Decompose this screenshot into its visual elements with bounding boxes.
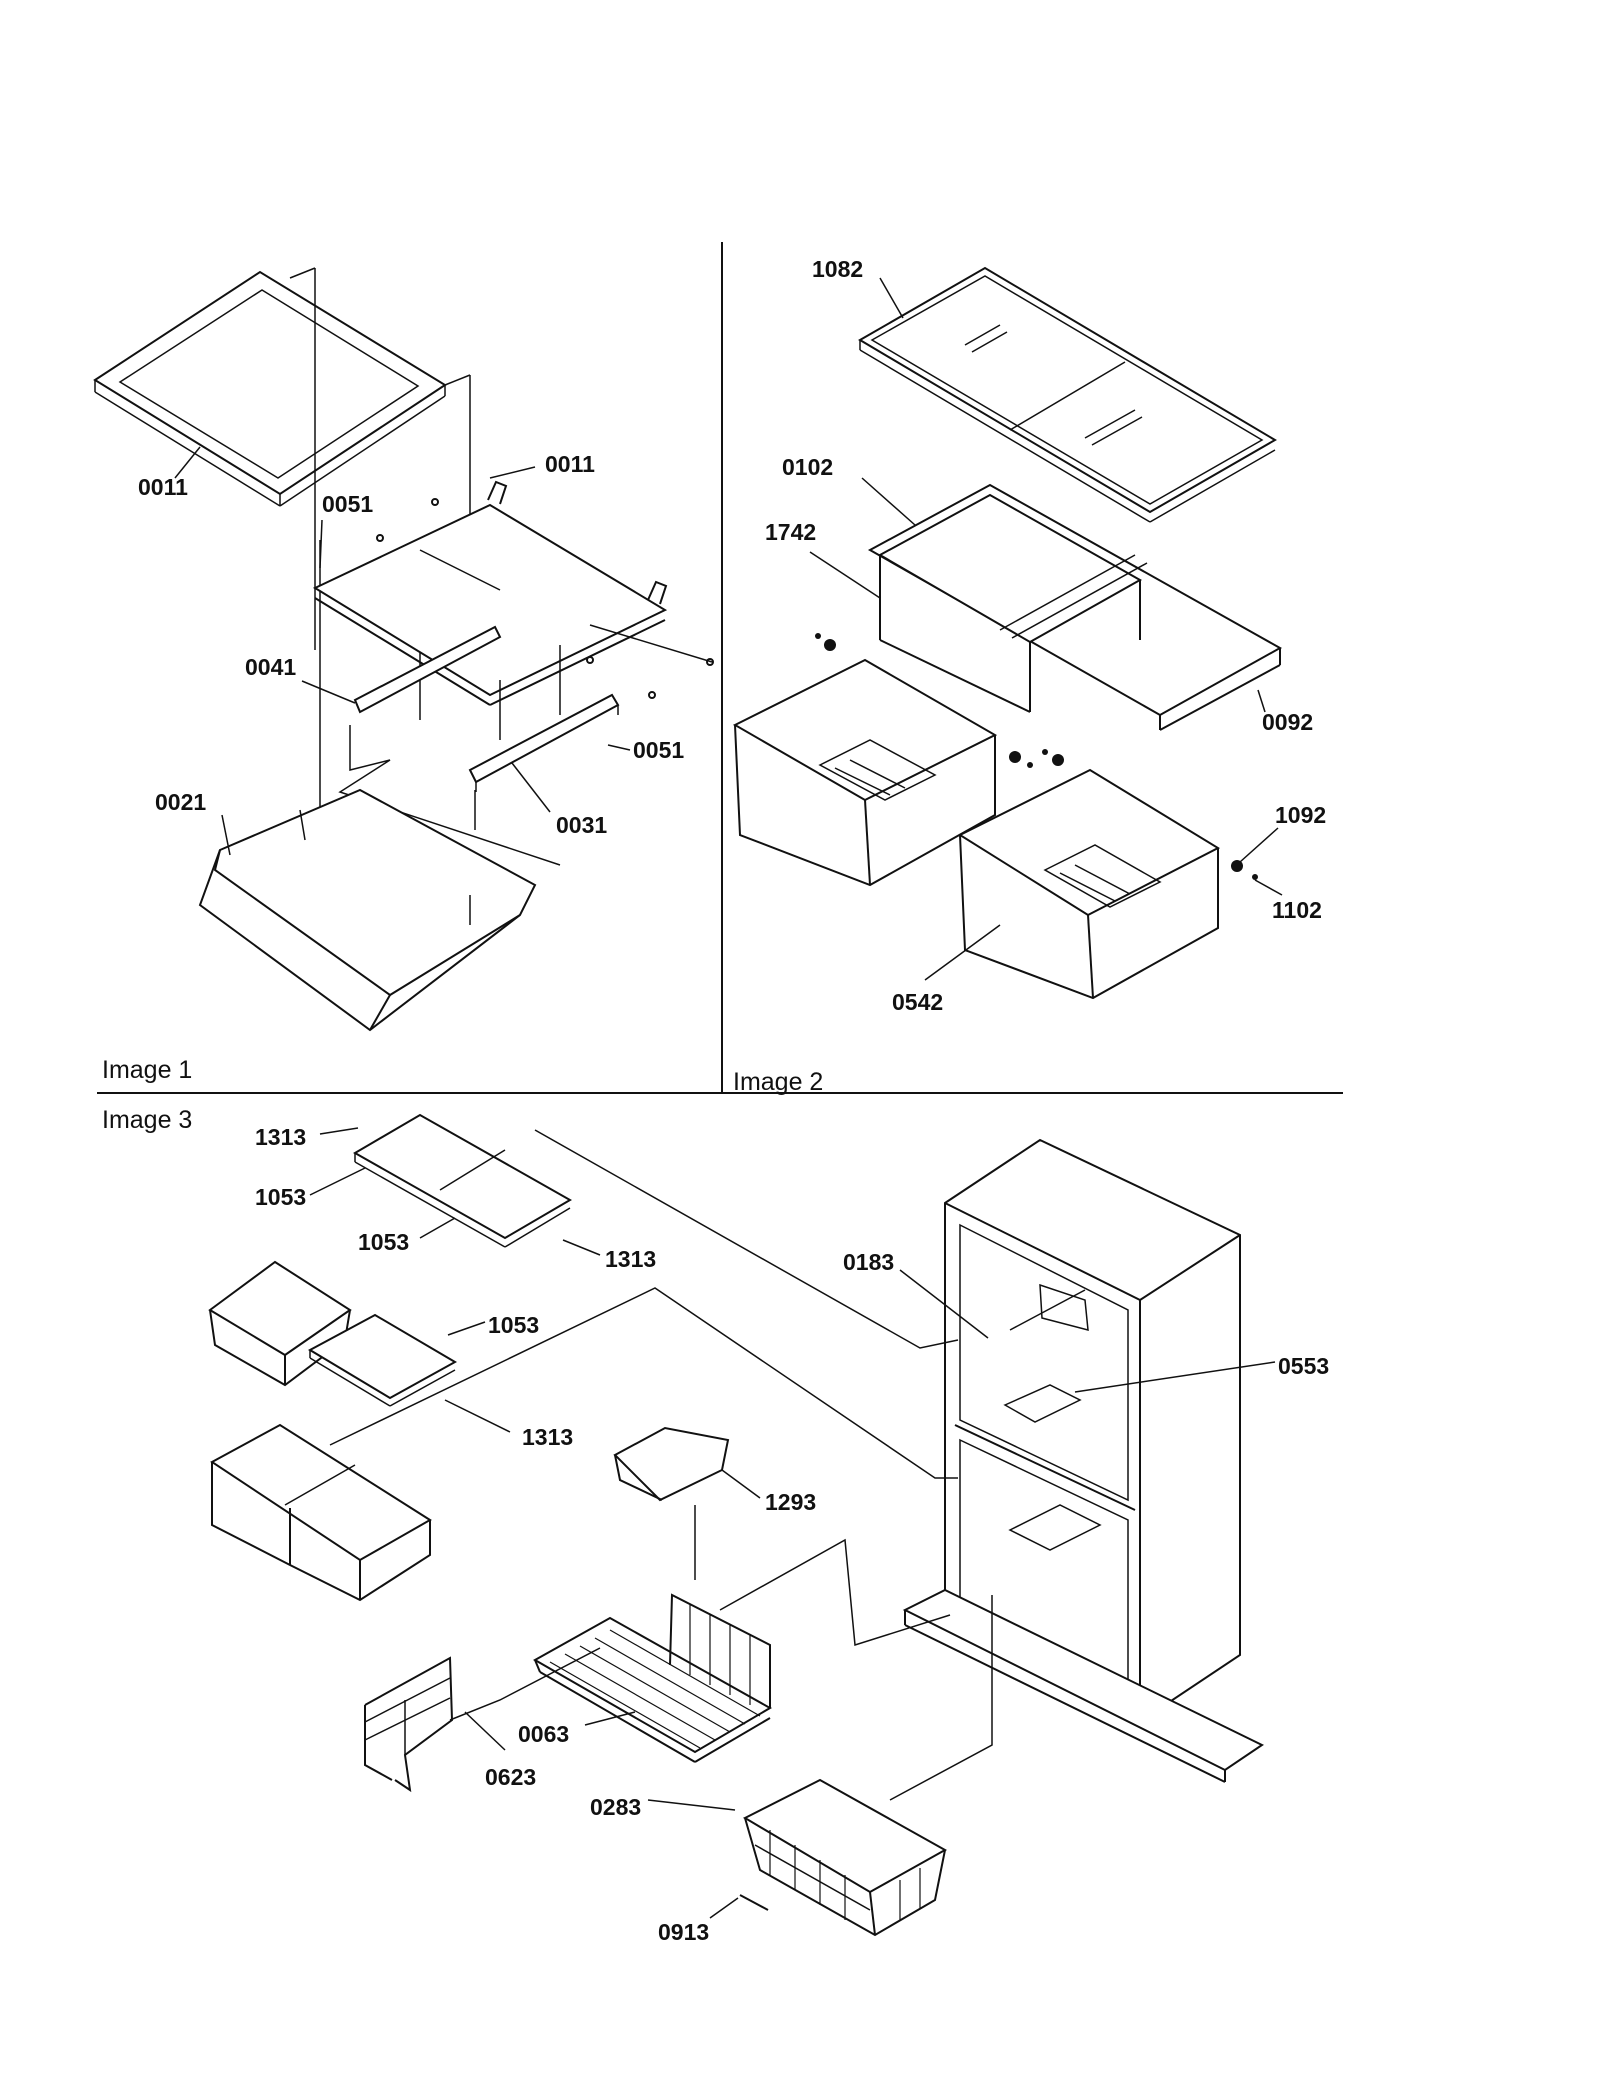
label-0553: 0553 bbox=[1278, 1353, 1329, 1379]
panel-label-image3: Image 3 bbox=[102, 1106, 192, 1134]
clip-0913 bbox=[739, 1894, 769, 1911]
label-0913: 0913 bbox=[658, 1919, 709, 1945]
image2-group: 1082 0102 1742 0092 1092 1102 0542 Image… bbox=[732, 256, 1326, 1096]
label-1293: 1293 bbox=[765, 1489, 816, 1515]
panel-label-image2: Image 2 bbox=[733, 1068, 823, 1096]
label-0051-b: 0051 bbox=[633, 737, 684, 763]
glass-shelf-1082 bbox=[858, 266, 1277, 523]
label-0051-a: 0051 bbox=[322, 491, 373, 517]
rail-0031 bbox=[468, 693, 620, 792]
label-0283: 0283 bbox=[590, 1794, 641, 1820]
label-1082: 1082 bbox=[812, 256, 863, 282]
refrigerator-cabinet bbox=[902, 1138, 1264, 1783]
label-0623: 0623 bbox=[485, 1764, 536, 1790]
wire-basket-0283 bbox=[742, 1778, 948, 1937]
label-0011-a: 0011 bbox=[138, 474, 188, 500]
wire-divider-0623 bbox=[364, 1656, 454, 1793]
ice-bin-1293 bbox=[613, 1426, 730, 1502]
label-0542: 0542 bbox=[892, 989, 943, 1015]
label-0183: 0183 bbox=[843, 1249, 894, 1275]
label-1053-a: 1053 bbox=[255, 1184, 306, 1210]
label-0092: 0092 bbox=[1262, 709, 1313, 735]
label-0021: 0021 bbox=[155, 789, 206, 815]
label-0063: 0063 bbox=[518, 1721, 569, 1747]
label-1092: 1092 bbox=[1275, 802, 1326, 828]
bushing bbox=[824, 639, 836, 651]
rail-0041 bbox=[353, 625, 502, 714]
crisper-drawer-left bbox=[732, 658, 998, 887]
label-1742: 1742 bbox=[765, 519, 816, 545]
wire-shelf-0063 bbox=[532, 1593, 773, 1763]
panel-label-image1: Image 1 bbox=[102, 1056, 192, 1084]
crisper-drawer-0542 bbox=[957, 768, 1221, 1000]
shelf-pair-1053 bbox=[352, 1113, 573, 1248]
small-bin bbox=[208, 1260, 352, 1387]
label-0011-b: 0011 bbox=[545, 451, 595, 477]
shelf-1053 bbox=[307, 1313, 458, 1407]
label-1053-b: 1053 bbox=[358, 1229, 409, 1255]
label-0102: 0102 bbox=[782, 454, 833, 480]
label-0041: 0041 bbox=[245, 654, 296, 680]
label-1053-c: 1053 bbox=[488, 1312, 539, 1338]
double-crisper bbox=[210, 1423, 432, 1602]
label-1102: 1102 bbox=[1272, 897, 1322, 923]
label-0031: 0031 bbox=[556, 812, 607, 838]
image3-group: Image 3 bbox=[102, 1106, 1329, 1945]
label-1313-b: 1313 bbox=[605, 1246, 656, 1272]
label-1313-c: 1313 bbox=[522, 1424, 573, 1450]
drawer-frame-0092 bbox=[867, 483, 1283, 731]
label-1313-a: 1313 bbox=[255, 1124, 306, 1150]
image1-group: 0011 0011 0051 0051 0041 0021 0031 Image… bbox=[93, 267, 714, 1084]
shelf-glass-0011 bbox=[93, 270, 447, 507]
crisper-pan-0021 bbox=[198, 788, 537, 1032]
